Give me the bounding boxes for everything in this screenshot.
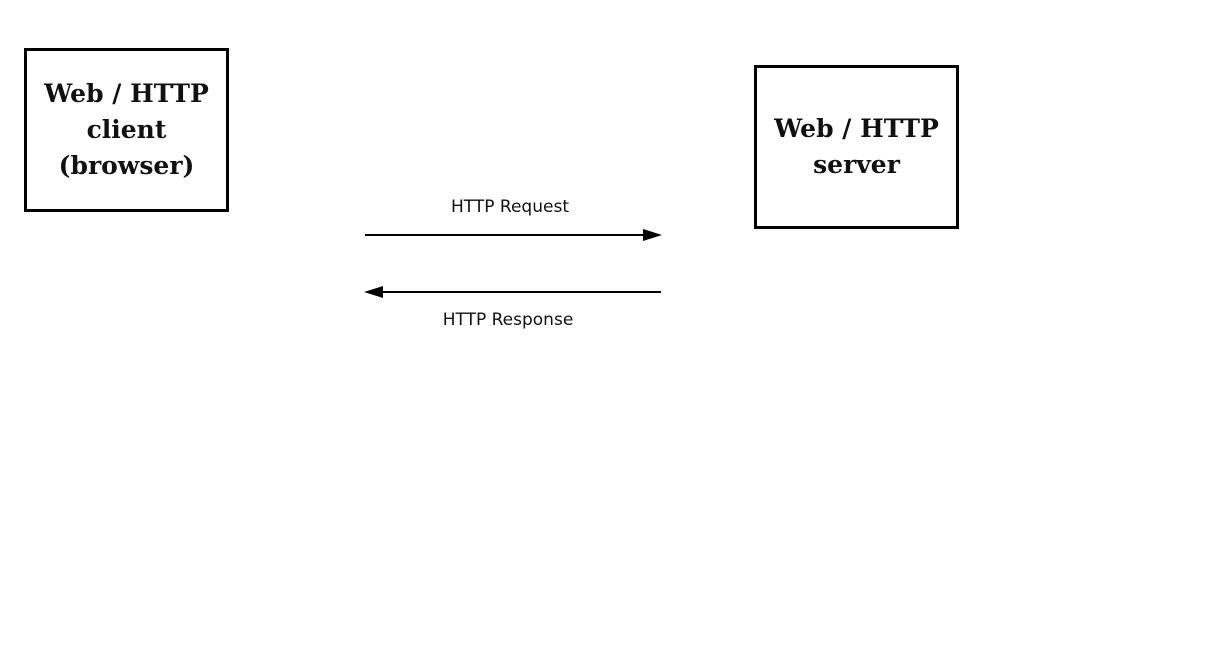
request-label: HTTP Request	[451, 197, 569, 217]
request-arrow	[365, 229, 662, 241]
server-label: Web / HTTP server	[774, 111, 939, 183]
client-label-line: Web / HTTP	[44, 79, 209, 108]
response-arrow	[364, 286, 661, 298]
client-label-line: client	[86, 115, 167, 144]
request-arrowhead-icon	[643, 229, 662, 241]
client-label: Web / HTTP client (browser)	[44, 76, 209, 184]
response-label: HTTP Response	[442, 310, 574, 330]
client-box: Web / HTTP client (browser)	[24, 48, 229, 212]
server-box: Web / HTTP server	[754, 65, 959, 229]
server-label-line: server	[813, 150, 900, 179]
response-arrowhead-icon	[364, 286, 383, 298]
client-label-line: (browser)	[58, 151, 195, 180]
server-label-line: Web / HTTP	[774, 114, 939, 143]
